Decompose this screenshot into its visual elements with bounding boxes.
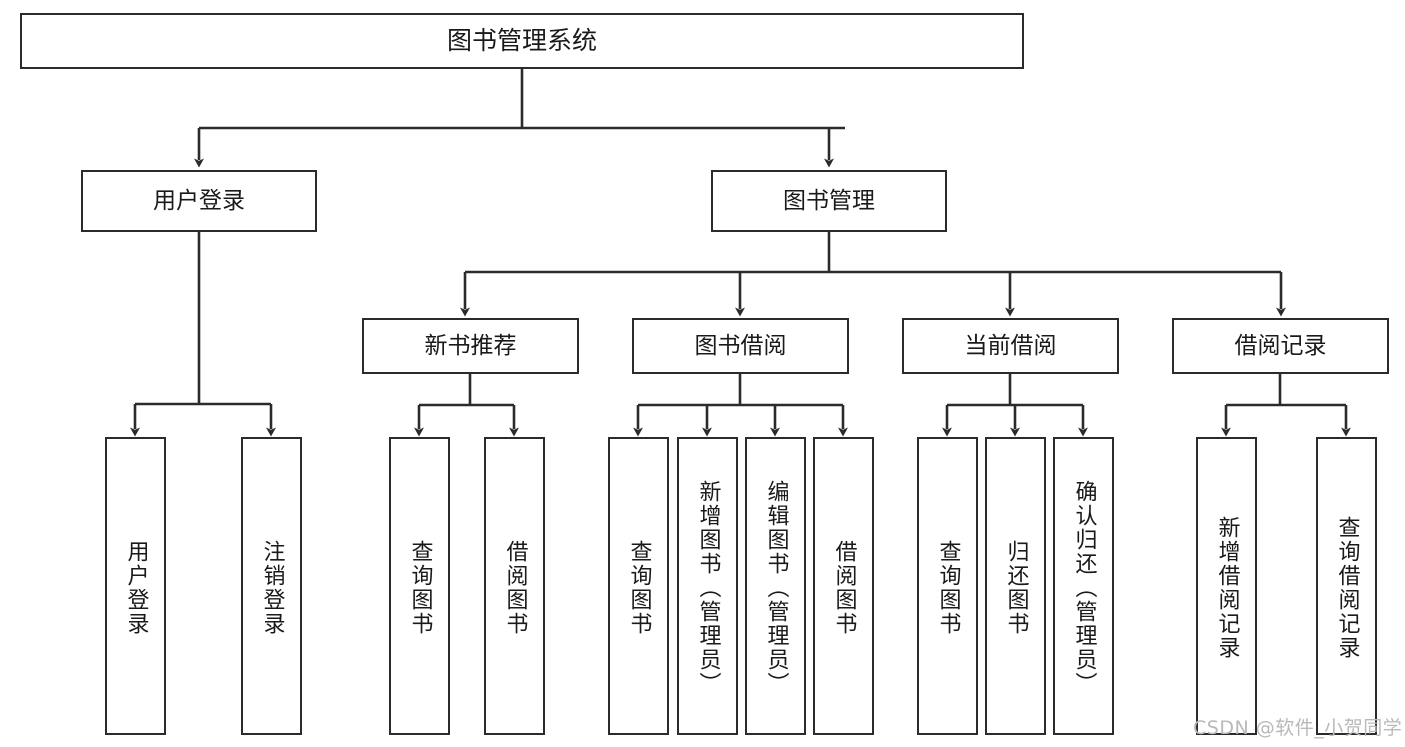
node-book-management[interactable]: 图书管理 bbox=[711, 170, 947, 232]
node-book-borrow[interactable]: 图书借阅 bbox=[632, 318, 849, 374]
node-label: 归还图书 bbox=[1003, 540, 1029, 636]
node-label: 注销登录 bbox=[259, 540, 285, 636]
node-leaf-edit-book-admin[interactable]: 编辑图书（管理员） bbox=[745, 437, 806, 735]
node-label: 新增图书（管理员） bbox=[695, 480, 721, 696]
node-leaf-add-book-admin[interactable]: 新增图书（管理员） bbox=[677, 437, 738, 735]
node-label: 新书推荐 bbox=[424, 332, 517, 359]
csdn-watermark: CSDN @软件_小贺同学 bbox=[1193, 717, 1403, 739]
node-label: 用户登录 bbox=[153, 187, 245, 214]
node-label: 借阅图书 bbox=[502, 540, 528, 636]
edges-bookborrow-to-leaves bbox=[633, 374, 848, 437]
node-root-book-management-system[interactable]: 图书管理系统 bbox=[20, 13, 1024, 69]
node-label: 编辑图书（管理员） bbox=[763, 480, 789, 696]
node-label: 用户登录 bbox=[123, 540, 149, 636]
node-new-book-recommend[interactable]: 新书推荐 bbox=[362, 318, 579, 374]
node-leaf-query-borrow-record[interactable]: 查询借阅记录 bbox=[1316, 437, 1377, 735]
edges-newbook-to-leaves bbox=[414, 374, 519, 437]
node-leaf-confirm-return-admin[interactable]: 确认归还（管理员） bbox=[1053, 437, 1114, 735]
node-user-login[interactable]: 用户登录 bbox=[81, 170, 317, 232]
node-label: 图书借阅 bbox=[694, 332, 787, 359]
node-label: 查询图书 bbox=[407, 540, 433, 636]
edges-borrowrecord-to-leaves bbox=[1221, 374, 1351, 437]
node-borrow-record[interactable]: 借阅记录 bbox=[1172, 318, 1389, 374]
node-leaf-borrow-book[interactable]: 借阅图书 bbox=[813, 437, 874, 735]
node-leaf-add-borrow-record[interactable]: 新增借阅记录 bbox=[1196, 437, 1257, 735]
node-current-borrow[interactable]: 当前借阅 bbox=[902, 318, 1119, 374]
node-label: 当前借阅 bbox=[964, 332, 1057, 359]
edges-root-to-level2 bbox=[194, 68, 845, 168]
edges-bookmgmt-to-level3 bbox=[460, 232, 1286, 317]
node-leaf-query-book-borrow[interactable]: 查询图书 bbox=[608, 437, 669, 735]
node-leaf-user-login[interactable]: 用户登录 bbox=[105, 437, 166, 735]
node-label: 图书管理系统 bbox=[446, 25, 597, 55]
node-label: 借阅图书 bbox=[831, 540, 857, 636]
node-label: 借阅记录 bbox=[1234, 332, 1327, 359]
node-label: 图书管理 bbox=[783, 187, 875, 214]
node-label: 新增借阅记录 bbox=[1214, 516, 1240, 660]
node-label: 查询图书 bbox=[935, 540, 961, 636]
node-leaf-return-book[interactable]: 归还图书 bbox=[985, 437, 1046, 735]
node-leaf-query-book-recommend[interactable]: 查询图书 bbox=[389, 437, 450, 735]
edges-currentborrow-to-leaves bbox=[942, 374, 1088, 437]
edges-userlogin-to-leaves bbox=[130, 232, 276, 437]
node-label: 查询图书 bbox=[626, 540, 652, 636]
node-leaf-query-book-current[interactable]: 查询图书 bbox=[917, 437, 978, 735]
node-leaf-borrow-book-recommend[interactable]: 借阅图书 bbox=[484, 437, 545, 735]
node-label: 查询借阅记录 bbox=[1334, 516, 1360, 660]
node-label: 确认归还（管理员） bbox=[1071, 480, 1097, 696]
node-leaf-logout[interactable]: 注销登录 bbox=[241, 437, 302, 735]
